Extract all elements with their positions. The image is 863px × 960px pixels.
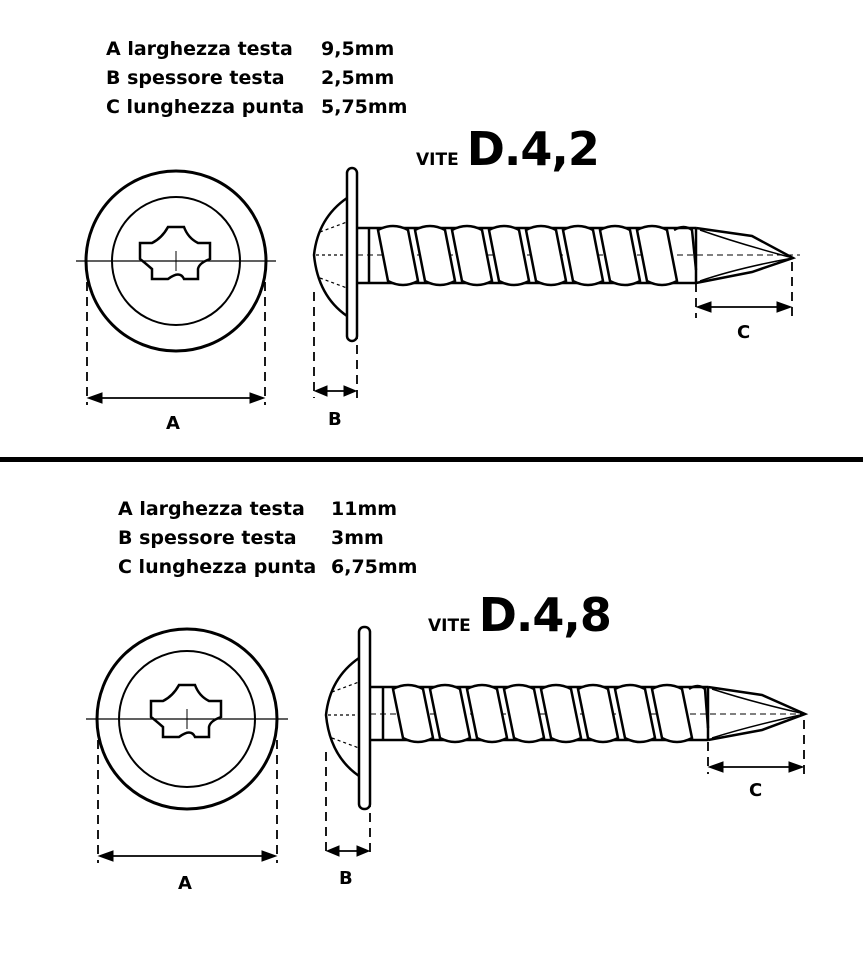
- spec-label: B spessore testa: [106, 67, 285, 89]
- spec-label: C lunghezza punta: [118, 556, 317, 578]
- screw-title-prefix: VITE: [428, 616, 471, 636]
- spec-value: 5,75mm: [321, 96, 408, 118]
- screw-title-size: D.4,8: [478, 588, 612, 642]
- dim-label-b: B: [328, 409, 342, 430]
- spec-value: 3mm: [331, 527, 384, 549]
- screw-side-view: [312, 166, 800, 398]
- screw-panel-d48: A larghezza testa 11mm B spessore testa …: [0, 462, 863, 960]
- spec-label: A larghezza testa: [106, 38, 293, 60]
- screw-d48-technical-drawing: [86, 625, 810, 863]
- screw-title: VITE D.4,8: [428, 588, 612, 642]
- phillips-recess-icon: [149, 683, 223, 739]
- screw-head-front-view: [86, 627, 288, 863]
- panel-divider: [0, 457, 863, 462]
- screw-title-size: D.4,2: [466, 122, 600, 176]
- dim-label-a: A: [166, 413, 180, 434]
- dimension-line-c: [695, 301, 793, 313]
- dimension-line-a: [86, 392, 266, 404]
- dim-label-c: C: [737, 322, 751, 343]
- spec-label: B spessore testa: [118, 527, 297, 549]
- spec-value: 2,5mm: [321, 67, 395, 89]
- spec-label: C lunghezza punta: [106, 96, 305, 118]
- screw-head-front-view: [76, 169, 276, 405]
- dim-label-a: A: [178, 873, 192, 894]
- dimension-line-c: [707, 761, 805, 773]
- screw-title: VITE D.4,2: [416, 122, 600, 176]
- dimension-line-b: [313, 385, 358, 397]
- dim-label-b: B: [339, 868, 353, 889]
- screw-side-view: [324, 625, 810, 857]
- screw-d42-technical-drawing: [76, 166, 800, 405]
- screw-panel-d42: A larghezza testa 9,5mm B spessore testa…: [0, 0, 863, 460]
- screw-title-prefix: VITE: [416, 150, 459, 170]
- spec-value: 11mm: [331, 498, 398, 520]
- spec-value: 9,5mm: [321, 38, 395, 60]
- dimension-line-b: [325, 845, 371, 857]
- phillips-recess-icon: [138, 225, 212, 281]
- spec-value: 6,75mm: [331, 556, 418, 578]
- spec-label: A larghezza testa: [118, 498, 305, 520]
- dim-label-c: C: [749, 780, 763, 801]
- dimension-line-a: [97, 850, 278, 862]
